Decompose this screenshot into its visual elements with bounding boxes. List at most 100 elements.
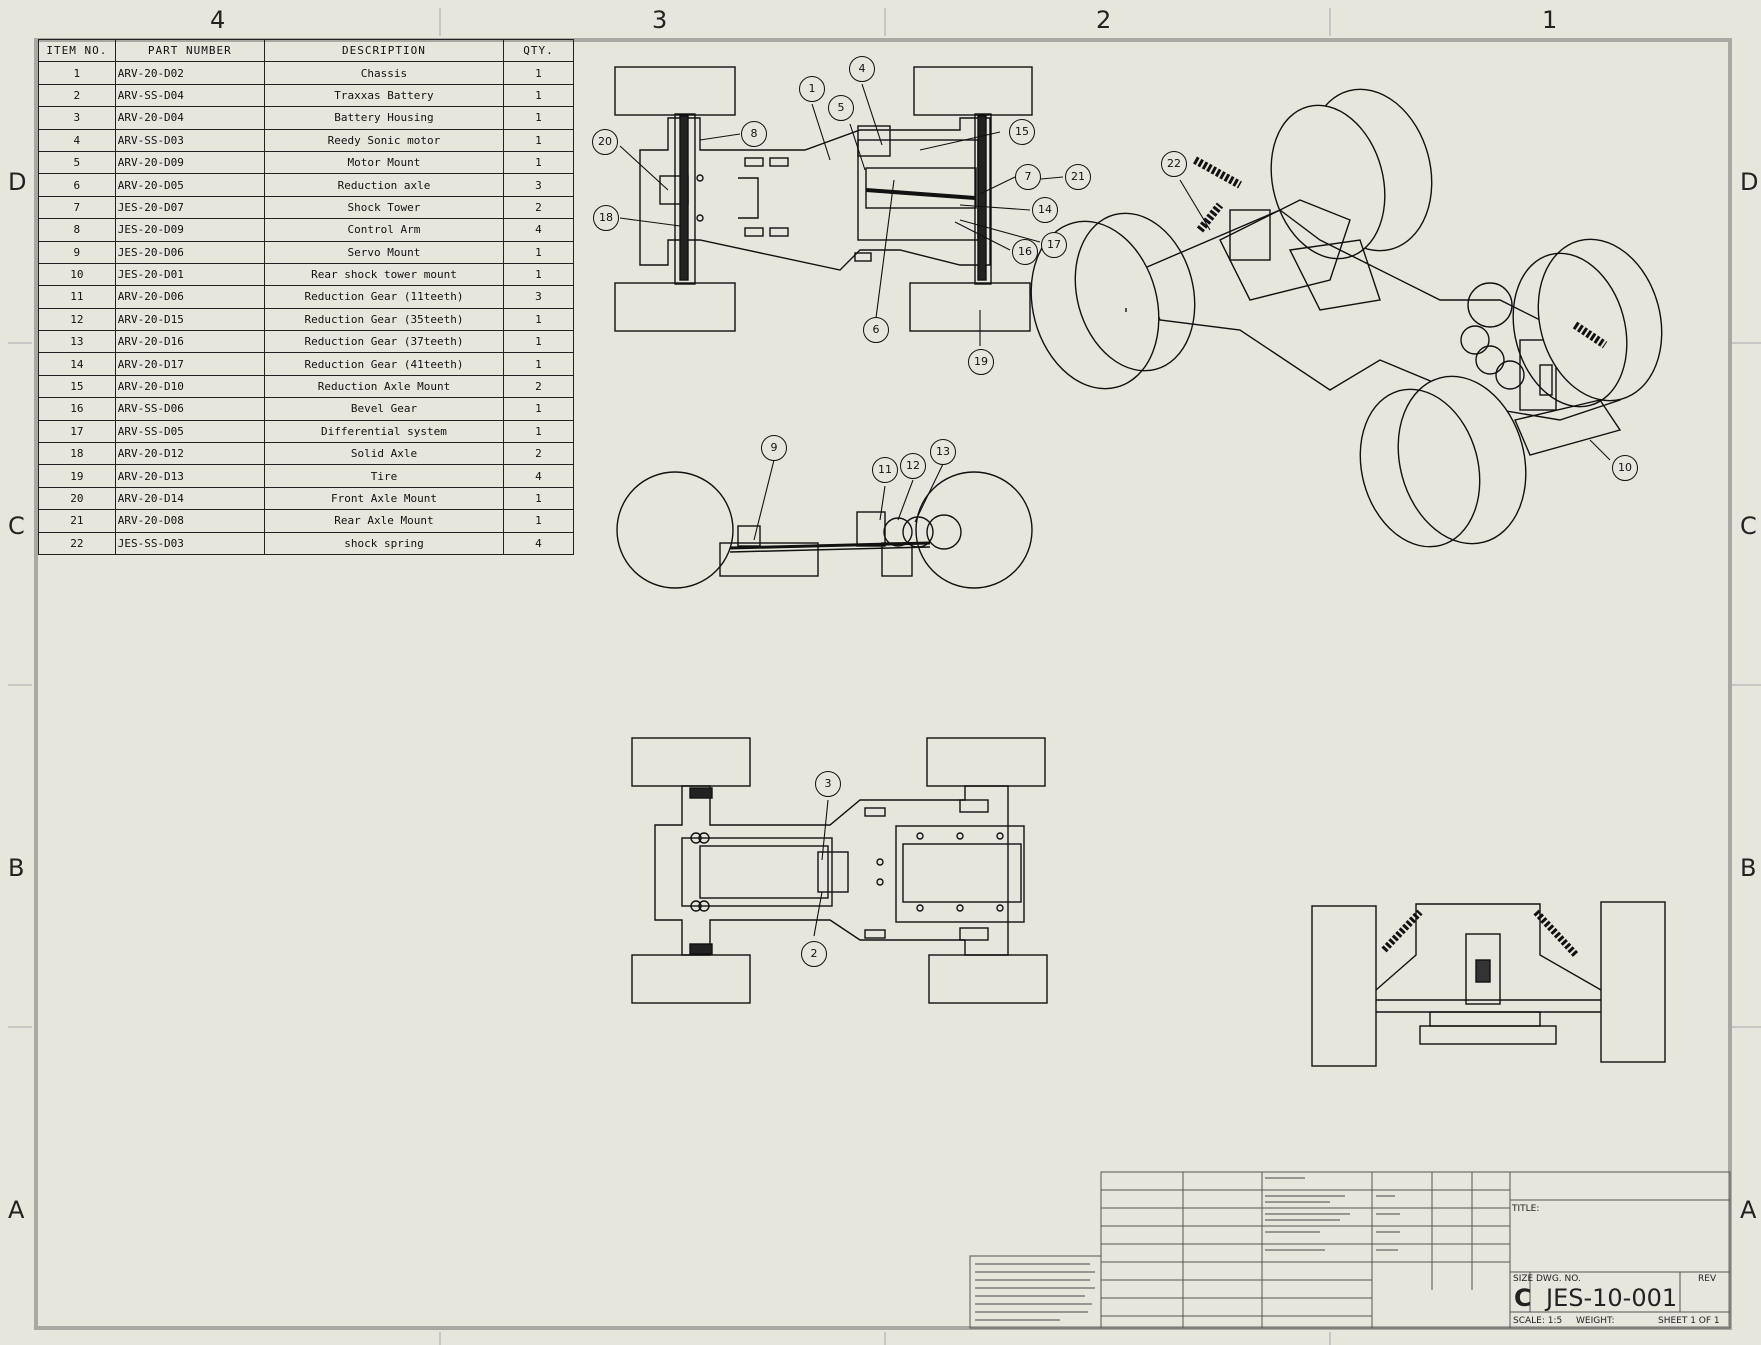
zone-row-b-left: B [8,854,25,882]
bom-item-no: 11 [38,285,116,309]
bom-description: Differential system [264,419,504,444]
callout-balloon: 16 [1012,239,1038,265]
bom-item-no: 12 [38,307,116,332]
bom-qty: 2 [502,374,575,399]
callout-balloon: 22 [1161,151,1187,177]
zone-row-d-right: D [1740,168,1759,196]
title-label: TITLE: [1512,1204,1540,1214]
dwg-no-label: DWG. NO. [1536,1274,1581,1284]
bom-qty: 1 [502,240,575,264]
bom-qty: 4 [502,218,575,242]
bom-part-number: ARV-20-D02 [114,61,266,85]
front-view [1311,901,1666,1067]
title-block-lines [969,1171,1731,1329]
bom-description: Reduction Gear (11teeth) [264,285,504,309]
callout-balloon: 9 [761,435,787,461]
bom-header-qty: QTY. [502,38,575,63]
callout-balloon: 6 [863,317,889,343]
bom-item-no: 3 [38,106,116,130]
bom-item-no: 15 [38,374,116,399]
bom-description: shock spring [264,531,504,555]
bom-header-part-number: PART NUMBER [114,38,266,63]
bom-description: Reduction Gear (41teeth) [264,352,504,376]
iso-view [1030,88,1663,548]
callout-balloon: 7 [1015,164,1041,190]
bom-part-number: JES-20-D09 [114,218,266,242]
bom-qty: 1 [502,83,575,108]
bom-item-no: 5 [38,150,116,175]
bom-qty: 1 [502,397,575,421]
bom-part-number: JES-20-D07 [114,195,266,220]
bom-item-no: 21 [38,509,116,533]
bom-description: Front Axle Mount [264,486,504,511]
zone-row-c-right: C [1740,512,1757,540]
callout-balloon: 21 [1065,164,1091,190]
bom-item-no: 2 [38,83,116,108]
bom-part-number: JES-SS-D03 [114,531,266,555]
top-view [614,66,1033,332]
bom-qty: 4 [502,464,575,488]
bom-item-no: 22 [38,531,116,555]
size-label: SIZE [1513,1274,1534,1284]
zone-col-4-top: 4 [210,6,226,34]
callout-balloon: 2 [801,941,827,967]
bom-qty: 2 [502,442,575,466]
bottom-view [631,737,1048,1004]
bom-part-number: ARV-SS-D05 [114,419,266,444]
callout-balloon: 10 [1612,455,1638,481]
bom-item-no: 10 [38,262,116,287]
bom-item-no: 13 [38,330,116,354]
bom-qty: 3 [502,173,575,197]
bom-part-number: JES-20-D06 [114,240,266,264]
bom-part-number: ARV-20-D09 [114,150,266,175]
bom-header-row: ITEM NO. PART NUMBER DESCRIPTION QTY. [38,38,575,63]
bom-description: Tire [264,464,504,488]
zone-col-2-top: 2 [1096,6,1112,34]
bom-qty: 1 [502,419,575,444]
callout-balloon: 20 [592,129,618,155]
bom-item-no: 6 [38,173,116,197]
callout-balloon: 5 [828,95,854,121]
bom-part-number: JES-20-D01 [114,262,266,287]
zone-row-a-left: A [8,1196,25,1224]
bom-description: Reduction axle [264,173,504,197]
sheet-label: SHEET 1 OF 1 [1658,1316,1720,1326]
title-block-fineprint [975,1177,1400,1321]
bom-qty: 1 [502,509,575,533]
bom-description: Servo Mount [264,240,504,264]
weight-label: WEIGHT: [1576,1316,1615,1326]
zone-col-3-top: 3 [652,6,668,34]
bom-qty: 1 [502,128,575,152]
callout-balloon: 14 [1032,197,1058,223]
bom-item-no: 1 [38,61,116,85]
bom-part-number: ARV-20-D16 [114,330,266,354]
bom-qty: 1 [502,150,575,175]
bom-description: Reduction Gear (35teeth) [264,307,504,332]
bom-item-no: 4 [38,128,116,152]
sheet-border [34,38,1732,1330]
callout-balloon: 17 [1041,232,1067,258]
bom-header-item-no: ITEM NO. [38,38,116,63]
callout-balloon: 3 [815,771,841,797]
bom-part-number: ARV-20-D10 [114,374,266,399]
bom-description: Traxxas Battery [264,83,504,108]
bom-qty: 4 [502,531,575,555]
bom-description: Chassis [264,61,504,85]
bom-part-number: ARV-20-D06 [114,285,266,309]
zone-row-c-left: C [8,512,25,540]
bom-part-number: ARV-20-D04 [114,106,266,130]
bom-part-number: ARV-20-D17 [114,352,266,376]
